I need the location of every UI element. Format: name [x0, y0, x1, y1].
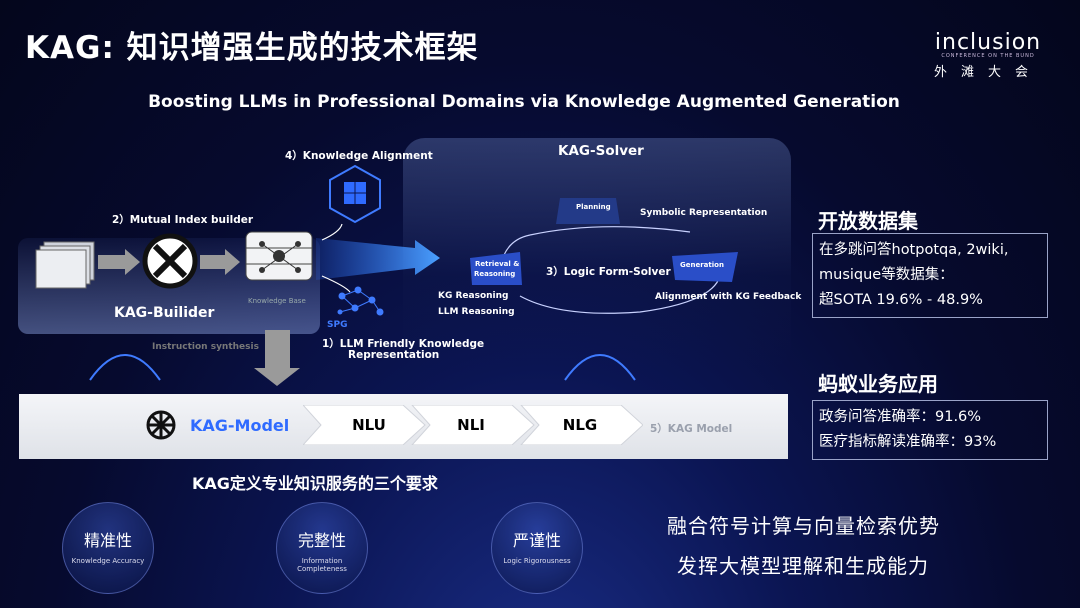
symbolic-label: Symbolic Representation [640, 208, 768, 218]
open-datasets-line: 在多跳问答hotpotqa, 2wiki, [819, 242, 1009, 258]
retrieval-node [470, 252, 522, 285]
requirement-circle: 精准性 Knowledge Accuracy [62, 502, 154, 594]
page-subtitle: Boosting LLMs in Professional Domains vi… [148, 92, 900, 112]
step1-label: 1）LLM Friendly Knowledge [322, 338, 485, 350]
requirement-circle: 完整性 Information Completeness [276, 502, 368, 594]
kag-model-label: KAG-Model [190, 416, 290, 435]
inclusion-logo: inclusion CONFERENCE ON THE BUND 外滩大会 [934, 30, 1042, 80]
arrow-2-icon [200, 249, 240, 275]
arrow-1-icon [98, 249, 140, 275]
ant-apps-line: 医疗指标解读准确率：93% [819, 434, 997, 450]
logo-sub-text: CONFERENCE ON THE BUND [941, 53, 1035, 59]
knowledge-alignment-icon [329, 164, 381, 224]
slogan-line-1: 融合符号计算与向量检索优势 [667, 514, 940, 538]
llm-reasoning-label: LLM Reasoning [438, 307, 515, 317]
builder-title: KAG-Builider [114, 305, 215, 321]
planning-label: Planning [576, 203, 611, 211]
step4-label: 4）Knowledge Alignment [285, 150, 433, 162]
requirement-circle: 严谨性 Logic Rigorousness [491, 502, 583, 594]
requirements-title: KAG定义专业知识服务的三个要求 [192, 474, 438, 493]
beam-arrow-icon [316, 238, 440, 280]
generation-label: Generation [680, 261, 724, 269]
ant-apps-title: 蚂蚁业务应用 [818, 372, 938, 396]
requirement-cn: 严谨性 [512, 531, 561, 550]
spg-network-icon [337, 286, 384, 316]
down-arrow-icon [254, 330, 300, 386]
requirement-cn: 精准性 [83, 531, 132, 550]
requirement-en: Information Completeness [297, 557, 347, 573]
model-logo-icon [146, 410, 176, 440]
generation-node [672, 252, 738, 282]
ant-apps-line: 政务问答准确率：91.6% [819, 409, 982, 425]
logo-main-text: inclusion [934, 30, 1042, 55]
planning-node [556, 198, 620, 224]
step1b-label: Representation [348, 349, 440, 361]
nli-stage: NLI [457, 416, 485, 434]
logo-cn-text: 外滩大会 [934, 65, 1043, 80]
requirement-en: Logic Rigorousness [503, 557, 571, 565]
ant-apps-box: 政务问答准确率：91.6% 医疗指标解读准确率：93% [812, 400, 1048, 460]
requirement-cn: 完整性 [297, 531, 346, 550]
alignment-feedback-label: Alignment with KG Feedback [655, 292, 802, 302]
retrieval-label-1: Retrieval & [475, 260, 520, 268]
nlu-stage: NLU [352, 416, 386, 434]
model-chevrons [303, 405, 643, 445]
instruction-label: Instruction synthesis [152, 342, 259, 352]
documents-icon [35, 241, 95, 289]
step2-label: 2）Mutual Index builder [112, 214, 254, 226]
open-datasets-box: 在多跳问答hotpotqa, 2wiki, musique等数据集： 超SOTA… [812, 233, 1048, 318]
page-title: KAG: 知识增强生成的技术框架 [25, 30, 479, 66]
nlg-stage: NLG [562, 416, 598, 434]
knowledge-base-label: Knowledge Base [248, 297, 306, 305]
kg-reasoning-label: KG Reasoning [438, 291, 509, 301]
knowledge-base-icon [245, 231, 313, 281]
step5-label: 5）KAG Model [650, 423, 733, 435]
solver-title: KAG-Solver [558, 143, 644, 159]
step3-label: 3）Logic Form-Solver [546, 266, 671, 278]
index-builder-icon [142, 233, 198, 289]
slogan-line-2: 发挥大模型理解和生成能力 [677, 554, 929, 578]
retrieval-label-2: Reasoning [474, 270, 516, 278]
open-datasets-line: musique等数据集： [819, 267, 954, 283]
open-datasets-line: 超SOTA 19.6% - 48.9% [819, 292, 983, 308]
open-datasets-title: 开放数据集 [818, 209, 918, 233]
requirement-en: Knowledge Accuracy [71, 557, 145, 565]
spg-label: SPG [327, 320, 348, 330]
